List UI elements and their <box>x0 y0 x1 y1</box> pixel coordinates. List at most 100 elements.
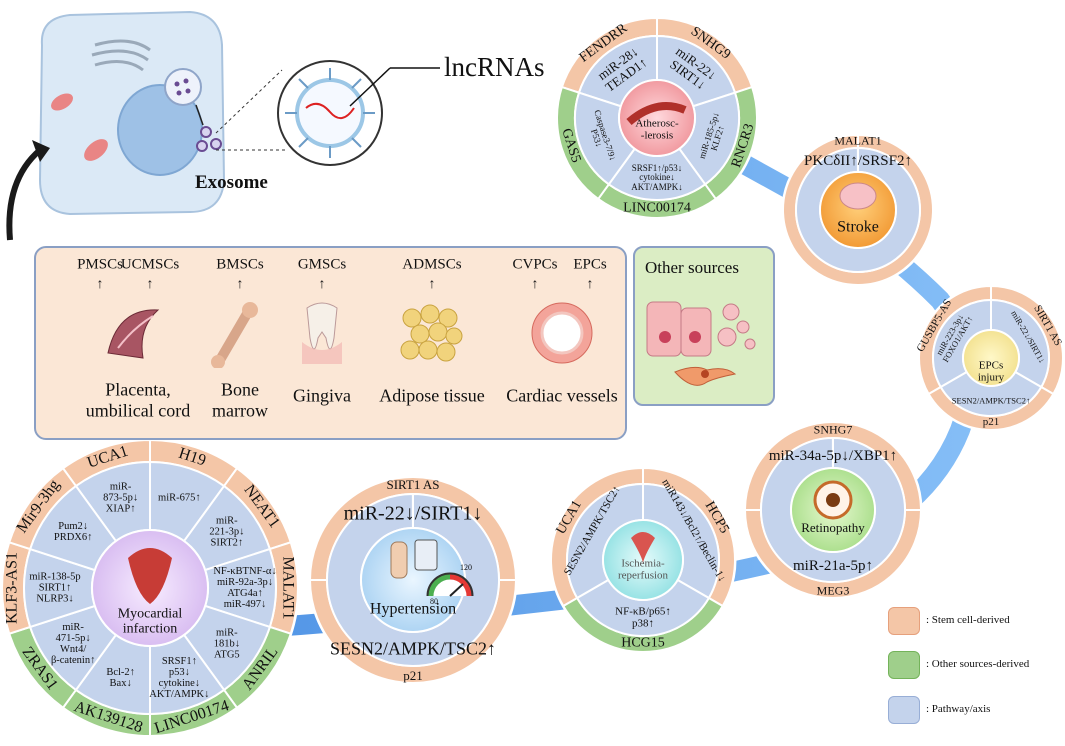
mi-axis-4-line: miR- <box>216 627 238 639</box>
mi-axis-2-line: 221-3p↓ <box>209 526 245 538</box>
mi-axis-3-line: NF-κBTNF-α↓ <box>213 565 277 577</box>
up-arrow-icon: ↑ <box>428 277 436 292</box>
hypertension-center-label: Hypertension <box>369 600 457 619</box>
mi-axis-7: miR-471-5p↓Wnt4/β-catenin↑ <box>51 622 95 666</box>
source-tissue-caption-line: Placenta, <box>105 379 171 400</box>
monitor-icon <box>414 539 438 571</box>
mi-axis-5-line: p53↓ <box>168 667 190 679</box>
retinopathy-center-label-line: Retinopathy <box>801 520 865 536</box>
ischemia-axis-2-line: p38↑ <box>631 617 654 629</box>
source-tissue-caption-line: marrow <box>212 400 268 420</box>
hypertension-center-label-line: Hypertension <box>369 600 457 618</box>
atherosclerosis-center-label-line: -lerosis <box>640 129 674 141</box>
source-tissue-caption: Cardiac vessels <box>506 386 617 407</box>
ischemia-axis-2: NF-κB/p65↑p38↑ <box>615 606 671 629</box>
bone-icon <box>211 302 258 368</box>
retinopathy-lncrna-top: SNHG7 <box>814 424 853 437</box>
mi-axis-5-line: AKT/AMPK↓ <box>149 689 210 701</box>
cells-icon <box>646 301 756 386</box>
adipose-icon <box>400 304 463 362</box>
mi-axis-1-line: miR-675↑ <box>158 492 201 504</box>
mi-axis-9: Pum2↓PRDX6↑ <box>54 521 93 543</box>
mi-lncrna-8-line: KLF3-AS1 <box>3 551 21 625</box>
stem-cell-type-label: CVPCs <box>512 256 558 273</box>
placenta-icon <box>107 309 160 359</box>
source-tissue-caption: Gingiva <box>293 386 351 407</box>
mi-axis-4-line: 181b↓ <box>213 638 240 650</box>
atherosclerosis-axis-3-line: cytokine↓ <box>639 172 675 183</box>
vessel-icon <box>531 302 593 364</box>
source-tissue-caption-line: Gingiva <box>293 385 351 406</box>
mi-axis-6: Bcl-2↑Bax↓ <box>106 667 135 689</box>
epcs-center-label-line: EPCs <box>978 359 1004 372</box>
mi-axis-3-line: miR-497↓ <box>223 599 267 611</box>
ischemia-lncrna-2: HCG15 <box>621 636 665 652</box>
stroke-axis: PKCδII↑/SRSF2↑ <box>804 153 912 170</box>
heart-icon <box>128 548 172 604</box>
mi-axis-0-line: miR- <box>109 481 132 493</box>
up-arrow-icon: ↑ <box>146 277 154 292</box>
mi-axis-0: miR-873-5p↓XIAP↑ <box>103 481 138 514</box>
hypertension-lncrna-top: SIRT1 AS <box>386 478 439 492</box>
atherosclerosis-axis-3-line: SRSF1↑/p53↓ <box>631 162 683 173</box>
mi-axis-7-line: 471-5p↓ <box>55 632 91 644</box>
atherosclerosis-axis-3: SRSF1↑/p53↓cytokine↓AKT/AMPK↓ <box>631 162 683 192</box>
retinopathy-lncrna-top-line: SNHG7 <box>813 422 853 437</box>
epcs-axis-2: SESN2/AMPK/TSC2↑ <box>952 396 1030 406</box>
mi-lncrna-3-line: MALAT1 <box>279 556 297 620</box>
stem-cell-type-label: BMSCs <box>216 256 264 273</box>
mi-axis-0-line: 873-5p↓ <box>103 492 139 504</box>
atherosclerosis-lncrna-3-line: LINC00174 <box>623 200 691 216</box>
legend-swatch <box>888 607 920 635</box>
pupil-icon <box>826 493 840 507</box>
retinopathy-lncrna-bottom-line: MEG3 <box>816 583 850 598</box>
up-arrow-icon: ↑ <box>318 277 326 292</box>
epcs-center <box>962 329 1020 387</box>
source-tissue-caption: Adipose tissue <box>379 386 485 407</box>
legend-label: : Pathway/axis <box>926 703 991 715</box>
exosome-cell-illustration <box>6 10 226 241</box>
gauge-right-value-line: 120 <box>460 562 472 572</box>
retinopathy-axis-bottom: miR-21a-5p↑ <box>793 558 873 575</box>
tooth-icon <box>302 302 342 364</box>
atherosclerosis-lncrna-3: LINC00174 <box>623 200 691 217</box>
mi-axis-5-line: cytokine↓ <box>158 678 201 690</box>
stroke-center-label-line: Stroke <box>837 218 879 236</box>
source-tissue-caption: Placenta,umbilical cord <box>86 379 190 420</box>
stroke-lncrna: MALAT1 <box>834 135 881 148</box>
mi-axis-8-line: NLRP3↓ <box>36 593 74 605</box>
brain-icon <box>839 182 877 210</box>
arm-icon <box>390 541 408 579</box>
legend-swatch <box>888 696 920 724</box>
hypertension-lncrna-bottom: p21 <box>403 669 423 683</box>
legend-label: : Stem cell-derived <box>926 614 1010 626</box>
zoom-line-top <box>215 69 283 134</box>
stem-cell-type-label: GMSCs <box>297 256 347 273</box>
mi-axis-3-line: miR-92a-3p↓ <box>217 576 273 588</box>
mi-axis-6-line: Bax↓ <box>109 678 132 690</box>
mi-axis-6-line: Bcl-2↑ <box>106 667 135 679</box>
heart-icon <box>631 532 655 564</box>
source-tissue-caption-line: umbilical cord <box>85 400 191 420</box>
mi-axis-7-line: Wnt4/ <box>60 643 87 655</box>
stroke-axis-line: PKCδII↑/SRSF2↑ <box>804 153 912 170</box>
mi-axis-2-line: miR- <box>216 515 238 527</box>
mi-axis-2-line: SIRT2↑ <box>210 537 244 549</box>
mi-axis-9-line: Pum2↓ <box>58 521 89 533</box>
mi-axis-2: miR-221-3p↓SIRT2↑ <box>209 516 244 549</box>
mi-axis-3-line: ATG4a↑ <box>227 588 263 599</box>
hypertension-lncrna-bottom-line: p21 <box>403 668 423 684</box>
hypertension-axis-bottom: SESN2/AMPK/TSC2↑ <box>330 639 496 659</box>
mi-lncrna-8: KLF3-AS1 <box>3 551 22 625</box>
retinopathy-axis-top: miR-34a-5p↓/XBP1↑ <box>769 448 897 465</box>
atherosclerosis-center-label-line: Atherosc- <box>635 117 679 130</box>
stem-cell-type-label: EPCs <box>573 256 607 273</box>
mi-center-label-line: infarction <box>122 621 178 636</box>
other-sources-title: Other sources <box>645 258 739 277</box>
ischemia-axis-2-line: NF-κB/p65↑ <box>615 605 671 618</box>
